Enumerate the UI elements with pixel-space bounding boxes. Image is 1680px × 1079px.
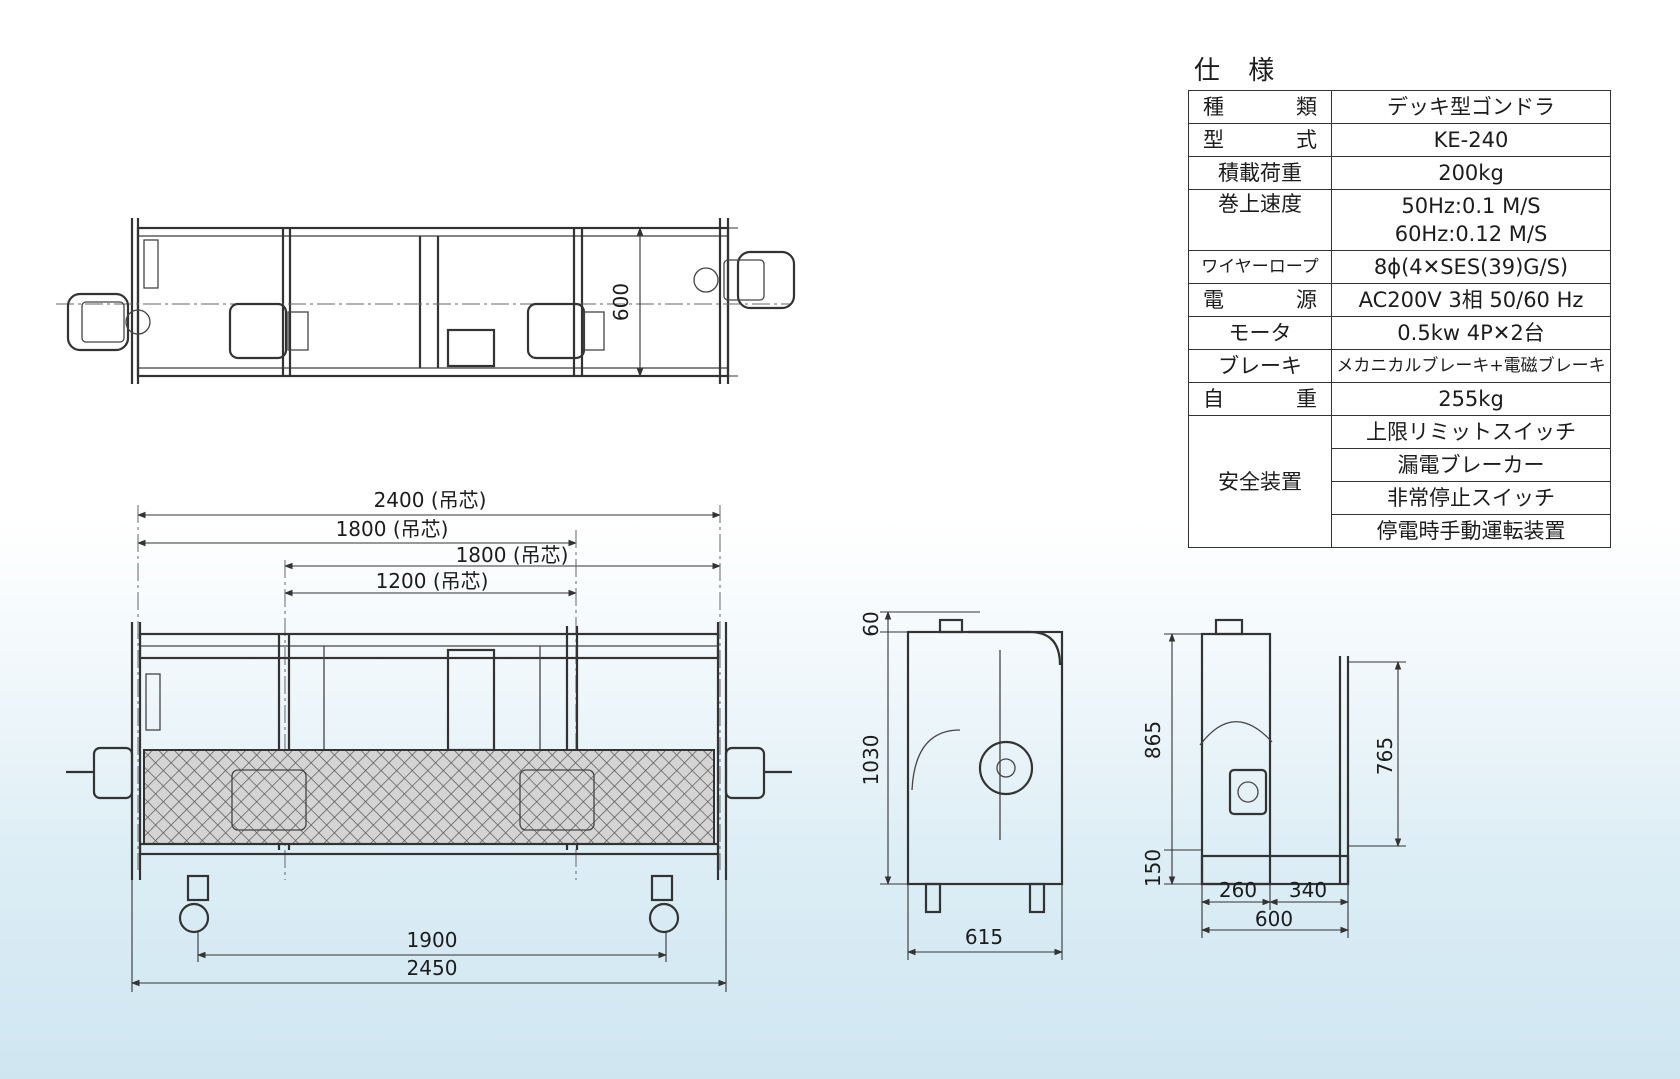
spec-key: 自 重 bbox=[1188, 382, 1332, 416]
table-row: 非常停止スイッチ bbox=[1189, 481, 1611, 515]
front-view: 2400 (吊芯) 1800 (吊芯) 1800 (吊芯) 1200 (吊芯) bbox=[66, 488, 792, 992]
table-row: 安全装置 上限リミットスイッチ bbox=[1188, 415, 1611, 548]
dim-1800-b: 1800 (吊芯) bbox=[456, 543, 569, 567]
end-dim-150: 150 bbox=[1141, 849, 1165, 887]
plan-view: 600 bbox=[56, 218, 796, 384]
dim-2400: 2400 (吊芯) bbox=[374, 488, 487, 512]
spec-value: 上限リミットスイッチ bbox=[1331, 415, 1611, 449]
spec-value: メカニカルブレーキ+電磁ブレーキ bbox=[1331, 349, 1611, 383]
side-dim-1030: 1030 bbox=[859, 735, 883, 786]
table-row: 電 源 AC200V 3相 50/60 Hz bbox=[1188, 283, 1611, 317]
spec-table-block: 仕 様 種 類 デッキ型ゴンドラ 型 式 KE-240 積載荷重 200kg 巻… bbox=[1188, 52, 1611, 548]
spec-key: 電 源 bbox=[1188, 283, 1332, 317]
end-view: 865 150 765 260 340 600 bbox=[1141, 618, 1406, 938]
spec-value: 停電時手動運転装置 bbox=[1331, 514, 1611, 548]
spec-title: 仕 様 bbox=[1194, 56, 1285, 86]
spec-value-line: 50Hz:0.1 M/S bbox=[1401, 194, 1541, 218]
table-row: 巻上速度 50Hz:0.1 M/S 60Hz:0.12 M/S bbox=[1188, 189, 1611, 251]
spec-value: 漏電ブレーカー bbox=[1331, 448, 1611, 482]
table-row: ワイヤーロープ 8ϕ(4✕SES(39)G/S) bbox=[1188, 250, 1611, 284]
end-dim-765: 765 bbox=[1373, 737, 1397, 775]
spec-value: 非常停止スイッチ bbox=[1331, 481, 1611, 515]
spec-key: 型 式 bbox=[1188, 123, 1332, 157]
spec-key: 積載荷重 bbox=[1188, 156, 1332, 190]
spec-key: 安全装置 bbox=[1188, 415, 1332, 548]
dim-1800-a: 1800 (吊芯) bbox=[336, 517, 449, 541]
table-row: 漏電ブレーカー bbox=[1189, 448, 1611, 482]
spec-table: 種 類 デッキ型ゴンドラ 型 式 KE-240 積載荷重 200kg 巻上速度 … bbox=[1188, 90, 1611, 548]
table-row: モータ 0.5kw 4P✕2台 bbox=[1188, 316, 1611, 350]
end-dim-260: 260 bbox=[1219, 878, 1257, 902]
spec-value: 50Hz:0.1 M/S 60Hz:0.12 M/S bbox=[1331, 189, 1611, 251]
end-dim-340: 340 bbox=[1289, 878, 1327, 902]
spec-value: 8ϕ(4✕SES(39)G/S) bbox=[1331, 250, 1611, 284]
side-view: 60 1030 615 bbox=[859, 610, 1064, 960]
side-dim-60: 60 bbox=[859, 611, 883, 636]
table-row: 自 重 255kg bbox=[1188, 382, 1611, 416]
dim-2450: 2450 bbox=[407, 956, 458, 980]
spec-value: 200kg bbox=[1331, 156, 1611, 190]
spec-key: モータ bbox=[1188, 316, 1332, 350]
side-dim-615: 615 bbox=[965, 925, 1003, 949]
end-dim-865: 865 bbox=[1141, 721, 1165, 759]
dim-1200: 1200 (吊芯) bbox=[376, 569, 489, 593]
spec-key: 巻上速度 bbox=[1188, 189, 1332, 251]
spec-value: KE-240 bbox=[1331, 123, 1611, 157]
plan-dim-600: 600 bbox=[609, 283, 633, 321]
table-row: 積載荷重 200kg bbox=[1188, 156, 1611, 190]
table-row: 種 類 デッキ型ゴンドラ bbox=[1188, 90, 1611, 124]
table-row: ブレーキ メカニカルブレーキ+電磁ブレーキ bbox=[1188, 349, 1611, 383]
dim-1900: 1900 bbox=[407, 928, 458, 952]
spec-key: ワイヤーロープ bbox=[1188, 250, 1332, 284]
spec-key: ブレーキ bbox=[1188, 349, 1332, 383]
spec-value: デッキ型ゴンドラ bbox=[1331, 90, 1611, 124]
spec-value: 0.5kw 4P✕2台 bbox=[1331, 316, 1611, 350]
table-row: 停電時手動運転装置 bbox=[1189, 514, 1611, 548]
table-row: 型 式 KE-240 bbox=[1188, 123, 1611, 157]
spec-value: 255kg bbox=[1331, 382, 1611, 416]
end-dim-600: 600 bbox=[1255, 907, 1293, 931]
spec-value-line: 60Hz:0.12 M/S bbox=[1394, 222, 1548, 246]
spec-value: AC200V 3相 50/60 Hz bbox=[1331, 283, 1611, 317]
spec-key: 種 類 bbox=[1188, 90, 1332, 124]
